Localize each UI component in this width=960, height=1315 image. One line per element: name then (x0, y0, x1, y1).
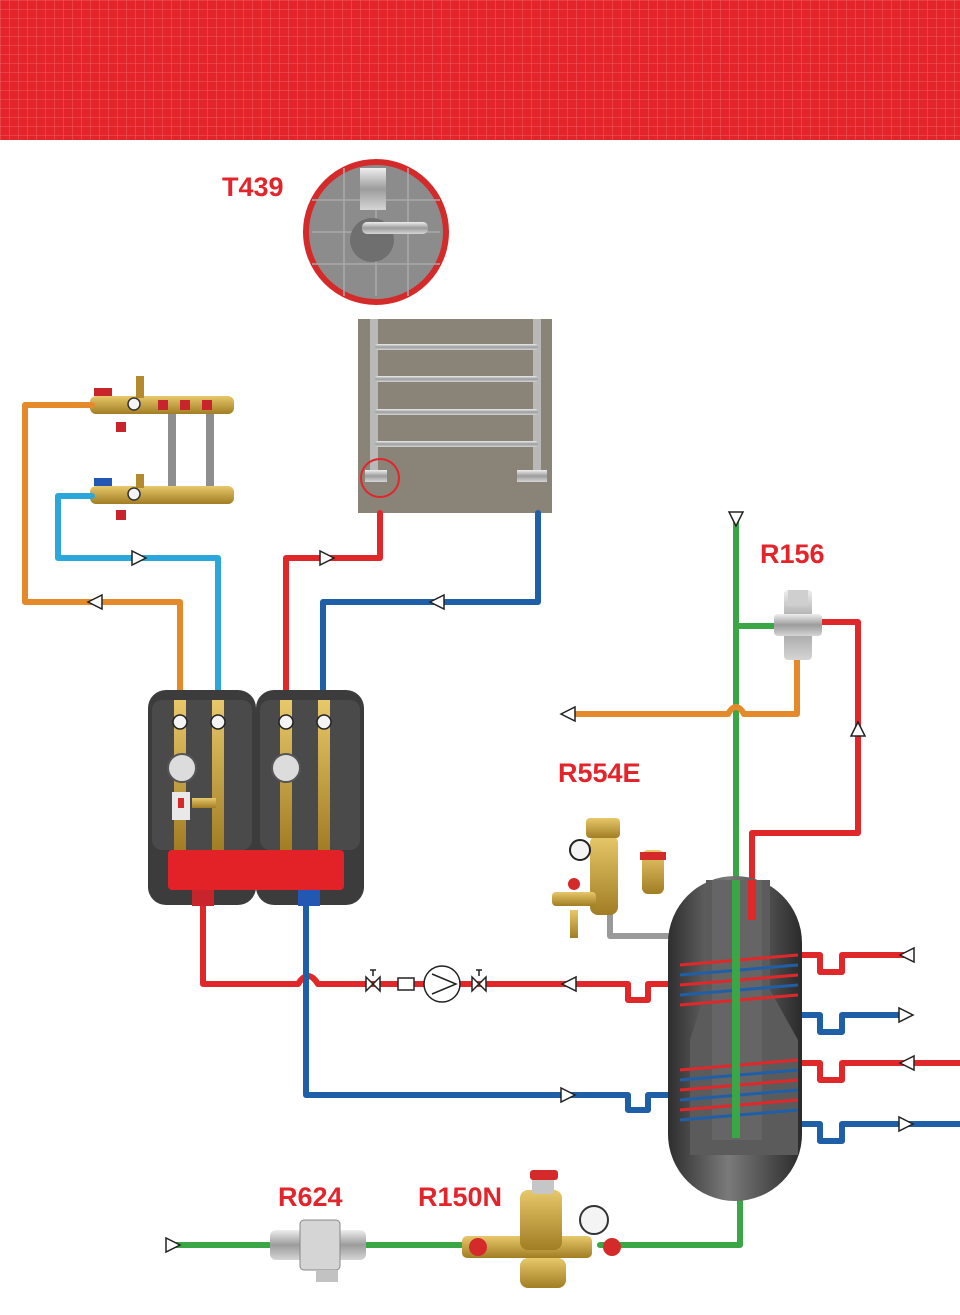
arrow-right (898, 1006, 915, 1024)
label-r554e: R554E (558, 758, 641, 788)
storage-tank (668, 876, 802, 1201)
arrow-right (319, 549, 336, 567)
pipe-lightblue-floor-supply (55, 493, 221, 703)
arrow-left (898, 946, 915, 964)
arrow-left (86, 593, 103, 611)
r156-mixing-valve (774, 590, 822, 660)
pipe-red-hot-outlet (749, 619, 861, 918)
label-r156: R156 (760, 539, 825, 569)
arrow-right (560, 1086, 577, 1104)
arrow-up (849, 720, 867, 737)
pipework (22, 402, 960, 1248)
header-banner (0, 0, 960, 140)
circulator-pump-2 (271, 753, 301, 783)
arrow-left (560, 975, 577, 993)
towel-radiator (358, 319, 552, 513)
primary-pump-group (365, 965, 487, 1003)
shutoff-valve-icon (365, 975, 381, 993)
pipe-grey-expansion (607, 902, 671, 939)
check-valve-icon (397, 977, 415, 991)
arrow-down (727, 511, 745, 528)
r624-filter (270, 1219, 366, 1282)
arrow-right (165, 1236, 182, 1254)
pipe-red-radiator-supply (283, 510, 383, 703)
label-r150n: R150N (418, 1182, 502, 1212)
flow-arrows (86, 511, 915, 1254)
arrow-left (559, 705, 576, 723)
r150n-pressure-reducer (462, 1170, 621, 1288)
arrow-right (898, 1115, 915, 1133)
pump-station (148, 690, 364, 906)
hydraulic-separator (168, 850, 344, 890)
r554e-deaerator (552, 818, 666, 938)
pipe-orange-floor-return (22, 402, 183, 703)
label-r624: R624 (278, 1182, 343, 1212)
arrow-right (131, 549, 148, 567)
arrow-left (428, 593, 445, 611)
pipe-blue-primary (303, 897, 671, 1113)
floor-heating-manifold (90, 376, 234, 520)
circulator-pump-1 (167, 753, 197, 783)
t439-detail-circle (303, 159, 449, 305)
pipe-blue-radiator-return (320, 510, 541, 703)
pipe-orange-mixed (572, 657, 800, 717)
arrow-left (898, 1054, 915, 1072)
shutoff-valve-icon (471, 975, 487, 993)
label-t439: T439 (222, 172, 284, 202)
